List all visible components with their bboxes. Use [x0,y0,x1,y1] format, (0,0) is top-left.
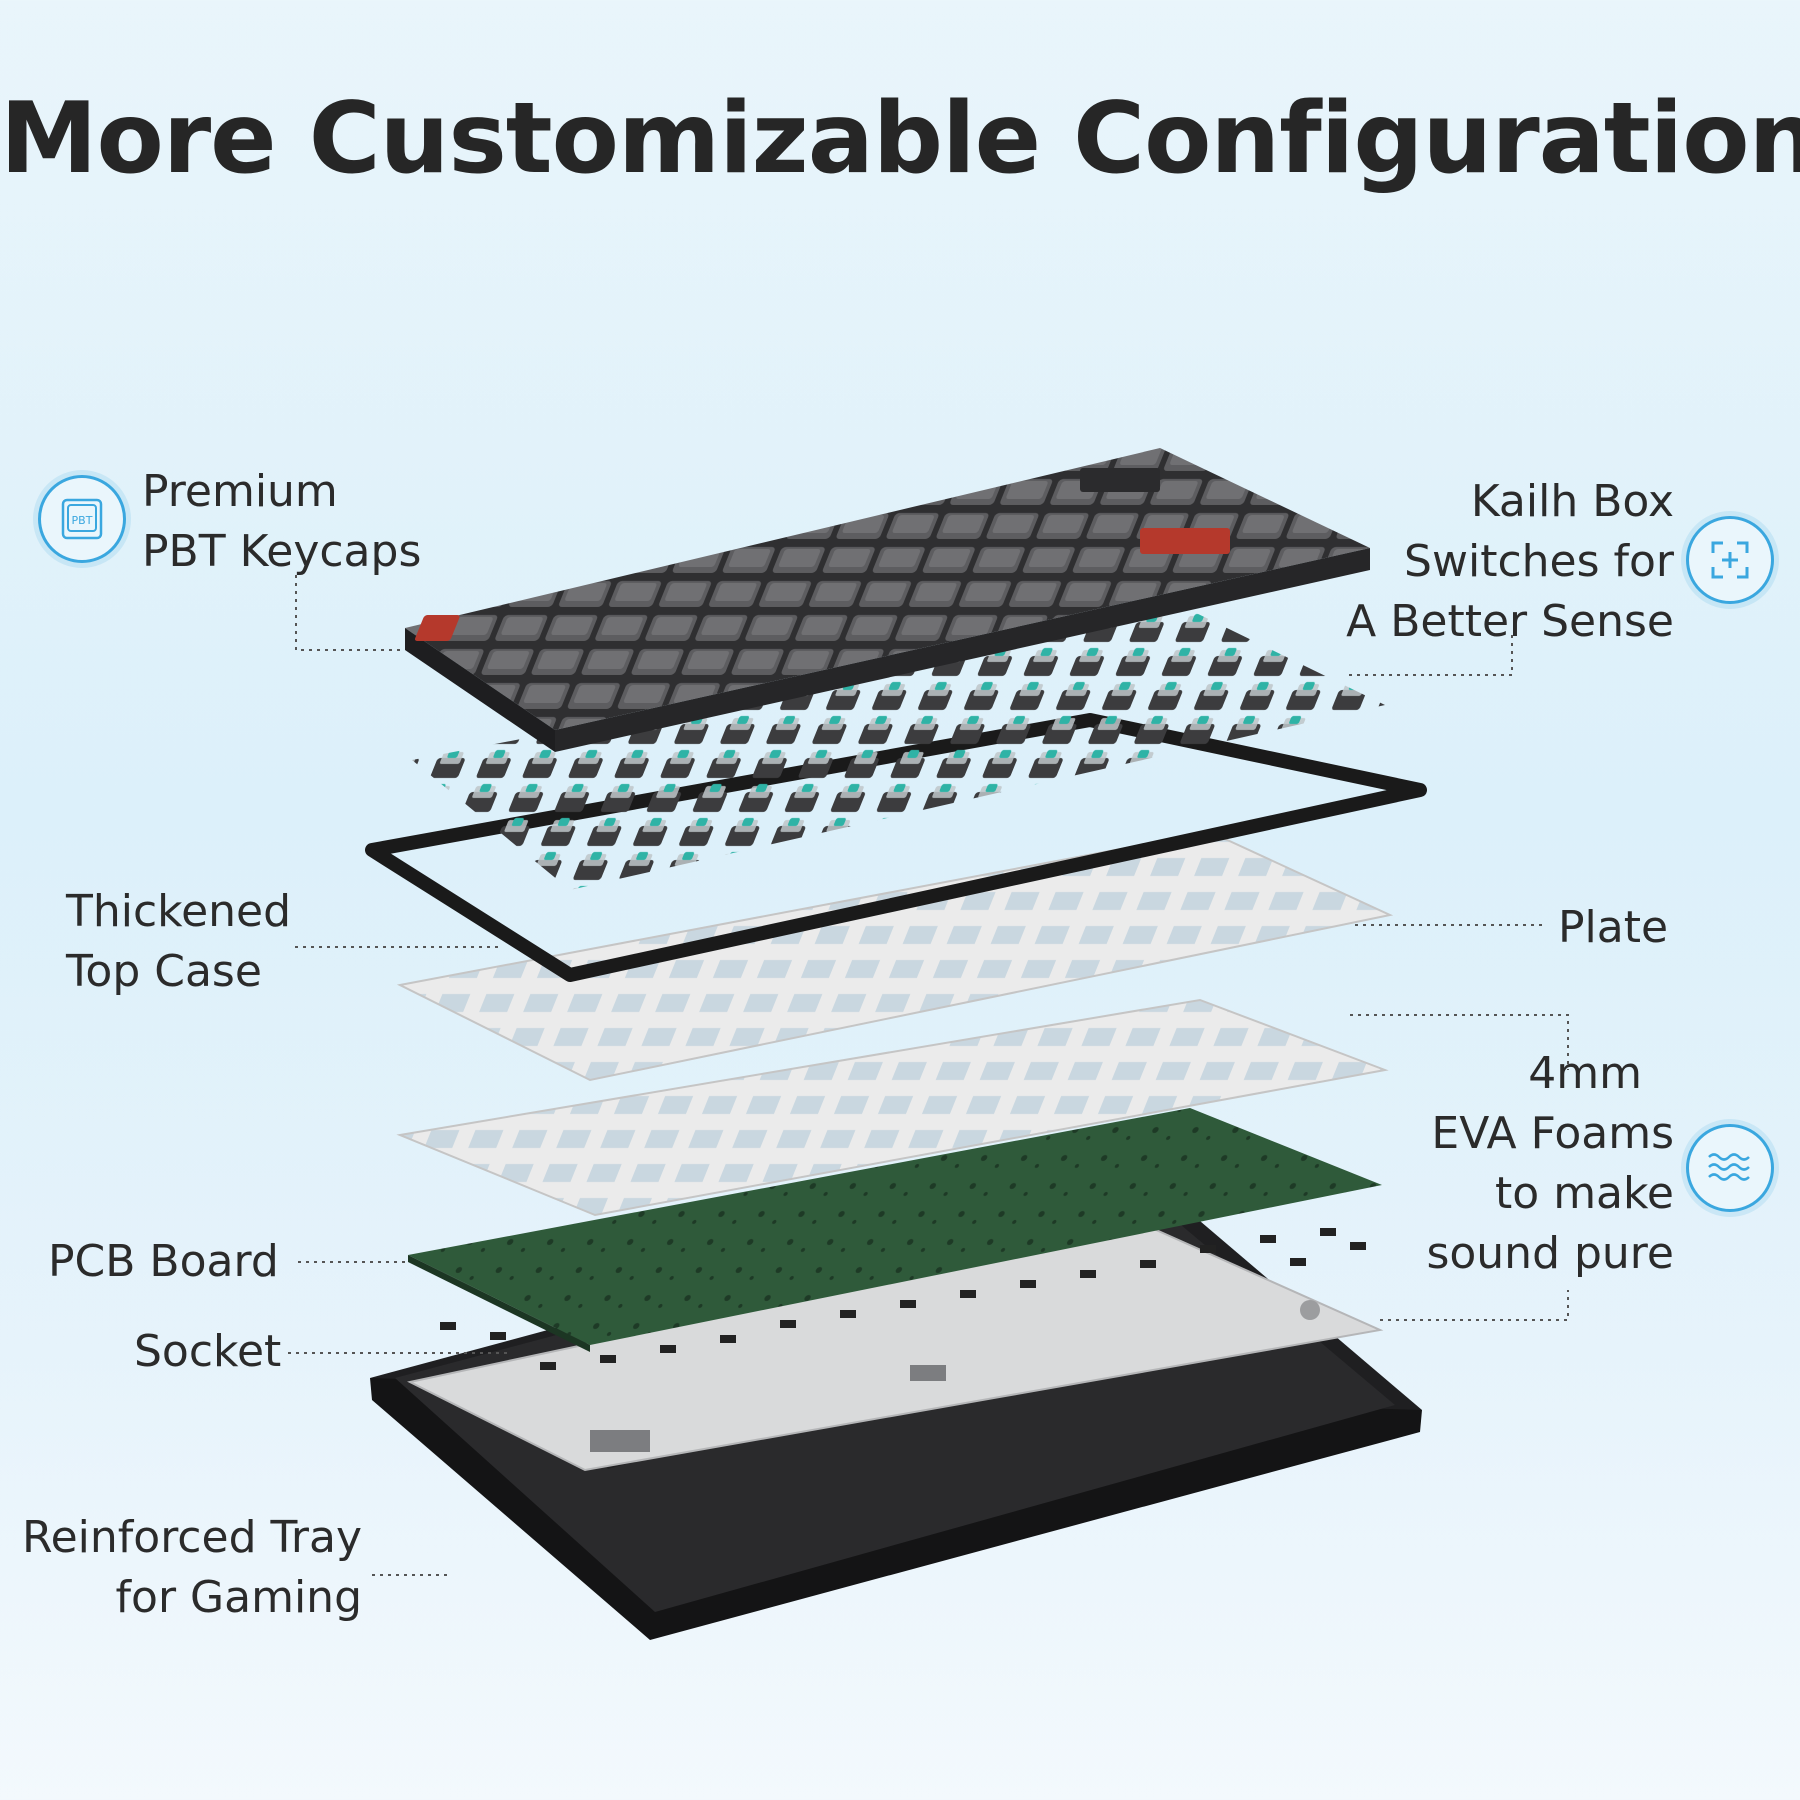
plate-label: Plate [1558,898,1668,958]
socket-label: Socket [134,1322,281,1382]
pcb-label-text: PCB Board [48,1236,279,1287]
switches-label-line1: Kailh Box [1470,476,1674,527]
socket-layer [440,1228,1366,1370]
keycaps-label: Premium PBT Keycaps [142,462,421,582]
pcb-layer [408,1108,1382,1352]
tray-label: Reinforced Tray for Gaming [14,1508,362,1628]
switch-layer [412,610,1385,890]
switches-label-line2: Switches for [1404,536,1674,587]
foam-label-line1: 4mm [1528,1048,1642,1099]
keycap-icon-text: PBT [72,514,93,527]
top-case-label-line2: Top Case [66,946,262,997]
switch-plus-icon [1686,516,1774,604]
keycaps-label-line2: PBT Keycaps [142,526,422,577]
top-case-label: Thickened Top Case [66,882,291,1002]
tray-label-line2: for Gaming [115,1572,362,1623]
pcb-label: PCB Board [48,1232,279,1292]
page-title: More Customizable Configuration [0,82,1800,196]
keycap-layer [405,448,1370,752]
eva-foam-layer [396,998,1389,1217]
foam-label: 4mm EVA Foams to make sound pure [1426,1044,1674,1284]
plate-layer [396,830,1394,1082]
switches-label-line3: A Better Sense [1346,596,1674,647]
socket-label-text: Socket [134,1326,282,1377]
plate-label-text: Plate [1558,902,1669,953]
wave-icon [1686,1124,1774,1212]
leader-lines [288,575,1569,1576]
foam-label-line2: EVA Foams [1431,1108,1674,1159]
foam-label-line4: sound pure [1426,1228,1674,1279]
tray-label-line1: Reinforced Tray [22,1512,362,1563]
keycap-icon: PBT [38,475,126,563]
foam-label-line3: to make [1495,1168,1674,1219]
top-case-label-line1: Thickened [66,886,292,937]
keycaps-label-line1: Premium [142,466,338,517]
switches-label: Kailh Box Switches for A Better Sense [1346,472,1674,652]
